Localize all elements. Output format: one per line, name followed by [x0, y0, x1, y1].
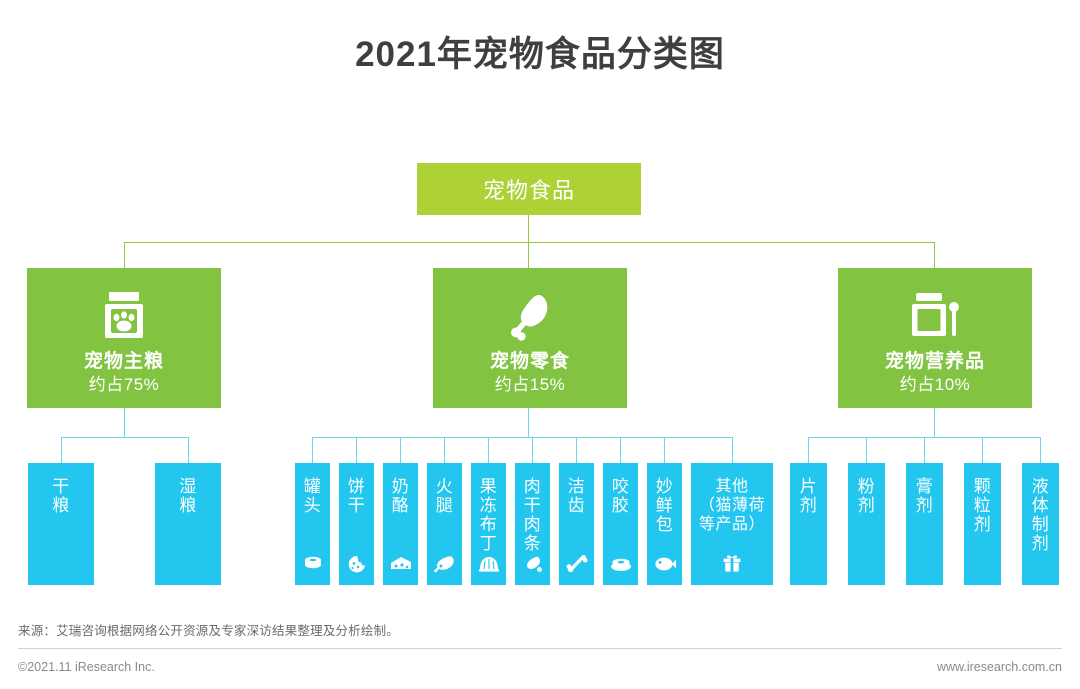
leaf-1-2[interactable]: 奶 酪 — [383, 463, 418, 585]
connector-branch-2-down — [934, 408, 935, 437]
leaf-2-4[interactable]: 液 体 制 剂 — [1022, 463, 1059, 585]
leaf-2-1[interactable]: 粉 剂 — [848, 463, 885, 585]
connector-branch-1-leaf-9 — [732, 437, 733, 463]
connector-branch-2-leaf-2 — [924, 437, 925, 463]
node-branch-0[interactable]: 宠物主粮 约占75% — [27, 268, 221, 408]
connector-branch-1-leaf-1 — [356, 437, 357, 463]
supplement-jar-icon — [908, 290, 962, 342]
leaf-2-2[interactable]: 膏 剂 — [906, 463, 943, 585]
node-branch-2-share: 约占10% — [899, 375, 971, 395]
connector-branch-0-leaf-1 — [188, 437, 189, 463]
node-branch-1[interactable]: 宠物零食 约占15% — [433, 268, 627, 408]
node-root[interactable]: 宠物食品 — [417, 163, 641, 215]
gift-icon — [691, 553, 773, 573]
leaf-0-0[interactable]: 干 粮 — [28, 463, 94, 585]
connector-branch-2-leaf-0 — [808, 437, 809, 463]
connector-branch-1-leaf-0 — [312, 437, 313, 463]
leaf-1-4[interactable]: 果 冻 布 丁 — [471, 463, 506, 585]
can-icon — [295, 555, 330, 573]
leaf-2-2-label: 膏 剂 — [915, 477, 934, 516]
leaf-1-1[interactable]: 饼 干 — [339, 463, 374, 585]
connector-branch-1-down — [528, 408, 529, 437]
connector-branch-2-leaf-1 — [866, 437, 867, 463]
chew-steak-icon — [603, 555, 638, 573]
leaf-1-6-label: 洁 齿 — [567, 477, 586, 516]
cheese-icon — [383, 555, 418, 573]
website-link[interactable]: www.iresearch.com.cn — [936, 660, 1062, 674]
leaf-1-7[interactable]: 咬 胶 — [603, 463, 638, 585]
connector-branch-2-leaf-4 — [1040, 437, 1041, 463]
leaf-0-0-label: 干 粮 — [52, 477, 70, 516]
copyright-text: ©2021.11 iResearch Inc. — [18, 660, 155, 674]
leaf-1-6[interactable]: 洁 齿 — [559, 463, 594, 585]
leaf-1-8-label: 妙 鲜 包 — [655, 477, 674, 535]
leaf-1-4-label: 果 冻 布 丁 — [479, 477, 498, 554]
leaf-1-5[interactable]: 肉 干 肉 条 — [515, 463, 550, 585]
leaf-1-8[interactable]: 妙 鲜 包 — [647, 463, 682, 585]
node-branch-2-label: 宠物营养品 — [884, 350, 985, 372]
chicken-drumstick-icon — [506, 290, 554, 342]
connector-branch-1-leaf-5 — [532, 437, 533, 463]
connector-branch-0-down — [124, 408, 125, 437]
pet-food-bag-icon — [100, 290, 148, 342]
cookie-icon — [339, 555, 374, 573]
node-root-label: 宠物食品 — [482, 178, 575, 203]
connector-branch-1-leaf-7 — [620, 437, 621, 463]
leaf-1-7-label: 咬 胶 — [611, 477, 630, 516]
leaf-2-3[interactable]: 颗 粒 剂 — [964, 463, 1001, 585]
leaf-2-0[interactable]: 片 剂 — [790, 463, 827, 585]
leaf-0-1-label: 湿 粮 — [179, 477, 197, 516]
leaf-2-3-label: 颗 粒 剂 — [973, 477, 992, 535]
connector-branch-2-leaf-3 — [982, 437, 983, 463]
leaf-1-9[interactable]: 其他 （猫薄荷 等产品） — [691, 463, 773, 585]
leaf-1-9-label: 其他 （猫薄荷 等产品） — [698, 478, 765, 534]
connector-root-to-branch-1 — [528, 242, 529, 268]
source-note: 来源：艾瑞咨询根据网络公开资源及专家深访结果整理及分析绘制。 — [18, 624, 400, 638]
leaf-0-1[interactable]: 湿 粮 — [155, 463, 221, 585]
fish-icon — [647, 555, 682, 573]
connector-root-to-branch-0 — [124, 242, 125, 268]
leaf-1-5-label: 肉 干 肉 条 — [523, 477, 542, 554]
node-branch-1-label: 宠物零食 — [489, 350, 570, 372]
connector-branch-1-leaf-3 — [444, 437, 445, 463]
node-branch-2[interactable]: 宠物营养品 约占10% — [838, 268, 1032, 408]
leaf-2-4-label: 液 体 制 剂 — [1031, 477, 1050, 554]
leaf-1-0-label: 罐 头 — [303, 477, 322, 516]
connector-branch-1-leaf-8 — [664, 437, 665, 463]
pudding-icon — [471, 555, 506, 573]
bone-icon — [559, 555, 594, 573]
connector-root-bus — [124, 242, 934, 243]
leaf-2-1-label: 粉 剂 — [857, 477, 876, 516]
node-branch-1-share: 约占15% — [494, 375, 566, 395]
page-title: 2021年宠物食品分类图 — [355, 35, 725, 74]
leaf-1-1-label: 饼 干 — [347, 477, 366, 516]
node-branch-0-share: 约占75% — [88, 375, 160, 395]
connector-root-down — [528, 215, 529, 242]
connector-branch-0-bus — [61, 437, 188, 438]
node-branch-0-label: 宠物主粮 — [83, 350, 164, 372]
connector-branch-1-leaf-4 — [488, 437, 489, 463]
footer-divider — [18, 648, 1062, 649]
connector-branch-1-leaf-6 — [576, 437, 577, 463]
leaf-1-0[interactable]: 罐 头 — [295, 463, 330, 585]
leaf-2-0-label: 片 剂 — [799, 477, 818, 516]
connector-branch-0-leaf-0 — [61, 437, 62, 463]
leaf-1-3[interactable]: 火 腿 — [427, 463, 462, 585]
jerky-icon — [515, 555, 550, 573]
ham-icon — [427, 555, 462, 573]
leaf-1-3-label: 火 腿 — [435, 477, 454, 516]
leaf-1-2-label: 奶 酪 — [391, 477, 410, 516]
connector-branch-1-leaf-2 — [400, 437, 401, 463]
connector-branch-1-bus — [312, 437, 732, 438]
connector-root-to-branch-2 — [934, 242, 935, 268]
